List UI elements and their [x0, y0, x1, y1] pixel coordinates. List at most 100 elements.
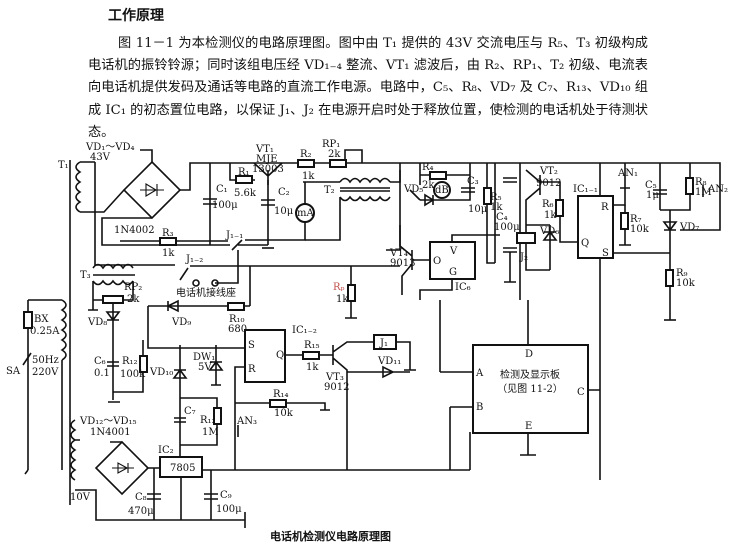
label-vt4: VT₄ [389, 248, 408, 259]
relay-contact-j1-1 [231, 239, 243, 251]
capacitor-c7 [174, 417, 186, 423]
capacitor-c6 [107, 340, 120, 403]
label-vd7: VD₇ [679, 222, 699, 233]
resistor-r13 [180, 397, 222, 446]
label-j1: J₁ [379, 338, 388, 349]
diode-vd7 [613, 210, 678, 320]
label-phone-jack: 电话机接线座 [176, 286, 236, 299]
label-an3: AN₃ [236, 416, 257, 427]
flipflop-ic1-2 [244, 329, 286, 383]
relay-coil-j1 [373, 334, 416, 371]
bridge-rectifier-vd1-4 [122, 160, 182, 220]
label-c9-value: 100μ [216, 504, 242, 515]
label-c6-value: 0.1 [94, 368, 110, 379]
label-c5-value: 1μ [646, 190, 659, 201]
resistor-r8 [685, 177, 694, 195]
label-r5: R₅ [490, 192, 502, 203]
capacitor-c8 [147, 468, 161, 520]
label-r3-value: 1k [162, 248, 175, 259]
label-dw1-value: 5V [198, 362, 212, 373]
label-rp2-value: 2k [127, 294, 140, 305]
label-c6: C₆ [94, 356, 106, 367]
transistor-vt3 [332, 341, 374, 470]
resistor-r7 [619, 205, 631, 246]
label-r12-value: 100k [120, 369, 146, 380]
capacitor-c3 [461, 187, 475, 193]
label-port-c: C [577, 387, 585, 398]
label-50hz: 50Hz [32, 355, 59, 366]
label-r7-value: 10k [630, 224, 650, 235]
label-c9: C₉ [220, 490, 232, 501]
label-j1-1: J₁₋₁ [225, 230, 243, 241]
label-r13-value: 1M [202, 427, 219, 438]
label-c1-value: 100μ [212, 200, 238, 211]
flipflop-ic1-1 [577, 195, 614, 259]
label-c2-value: 10μ [274, 206, 294, 217]
resistor-r15 [285, 351, 333, 360]
label-bx: BX [34, 314, 49, 325]
label-r3: R₃ [162, 228, 174, 239]
label-220v: 220V [32, 367, 59, 378]
diode-vd6 [526, 224, 558, 270]
label-r8: R₈ [695, 177, 707, 188]
label-rp: Rₚ [333, 282, 345, 293]
label-vd11: VD₁₁ [377, 356, 401, 367]
label-board-title: 检测及显示板 [500, 368, 560, 381]
regulator-7805 [159, 432, 471, 520]
transistor-vt4 [399, 225, 430, 295]
label-c3: C₃ [467, 176, 479, 187]
label-vt3-model: 9012 [324, 382, 349, 393]
label-10v: 10V [70, 492, 91, 503]
resistor-r14 [269, 399, 287, 408]
diode-vd11 [347, 365, 410, 379]
fuse-bx [23, 299, 62, 470]
resistor-r6 [540, 181, 578, 243]
label-r7: R₇ [630, 214, 642, 225]
label-r4-value: 2k [422, 180, 435, 191]
resistor-r2 [297, 159, 315, 168]
label-43v: 43V [90, 152, 111, 163]
label-ic1-1-s: S [602, 248, 609, 259]
label-an1: AN₁ [617, 168, 638, 179]
label-r15: R₁₅ [304, 340, 320, 351]
label-vt1-type: MJE [256, 154, 278, 165]
label-rp-value: 1k [336, 294, 349, 305]
transistor-vt1 [253, 162, 283, 185]
diode-vd10 [172, 345, 188, 470]
label-an2: AN₂ [707, 184, 728, 195]
relay-contact-j1-2 [179, 265, 400, 281]
label-ic6: IC₆ [455, 282, 471, 293]
label-port-a: A [475, 368, 484, 379]
transformer-t2 [303, 170, 401, 241]
bridge-rectifier-vd12-15 [94, 440, 150, 496]
label-j2: J₂ [519, 252, 528, 263]
transformer-t3 [88, 263, 135, 311]
capacitor-c1 [203, 198, 217, 205]
label-r1: R₁ [238, 167, 250, 178]
label-ic1-1-q: Q [581, 238, 589, 249]
potentiometer-rp2 [102, 295, 124, 304]
resistor-r5 [483, 163, 495, 264]
label-rp2: RP₂ [124, 282, 142, 293]
label-r2-value: 1k [302, 171, 315, 182]
label-ic6-o: O [433, 256, 441, 267]
label-r13: R₁₃ [200, 415, 216, 426]
transformer-t1 [60, 160, 82, 505]
label-r9-value: 10k [676, 278, 696, 289]
transistor-vt2 [525, 169, 541, 215]
label-c2: C₂ [278, 187, 290, 198]
label-ic1-2-r: R [248, 364, 256, 375]
label-1n4002: 1N4002 [114, 225, 155, 236]
label-db: dB [435, 185, 449, 196]
label-t3: T₃ [80, 270, 91, 281]
diode-vd5 [409, 189, 435, 207]
label-r4: R₄ [422, 162, 434, 173]
label-port-d: D [525, 349, 533, 360]
label-ic1-2-s: S [248, 340, 255, 351]
switch-sa [22, 352, 63, 475]
label-vt4-model: 9013 [390, 258, 415, 269]
label-vd10: VD₁₀ [149, 367, 173, 378]
label-r1-value: 5.6k [234, 188, 257, 199]
label-c8: C₈ [135, 492, 147, 503]
